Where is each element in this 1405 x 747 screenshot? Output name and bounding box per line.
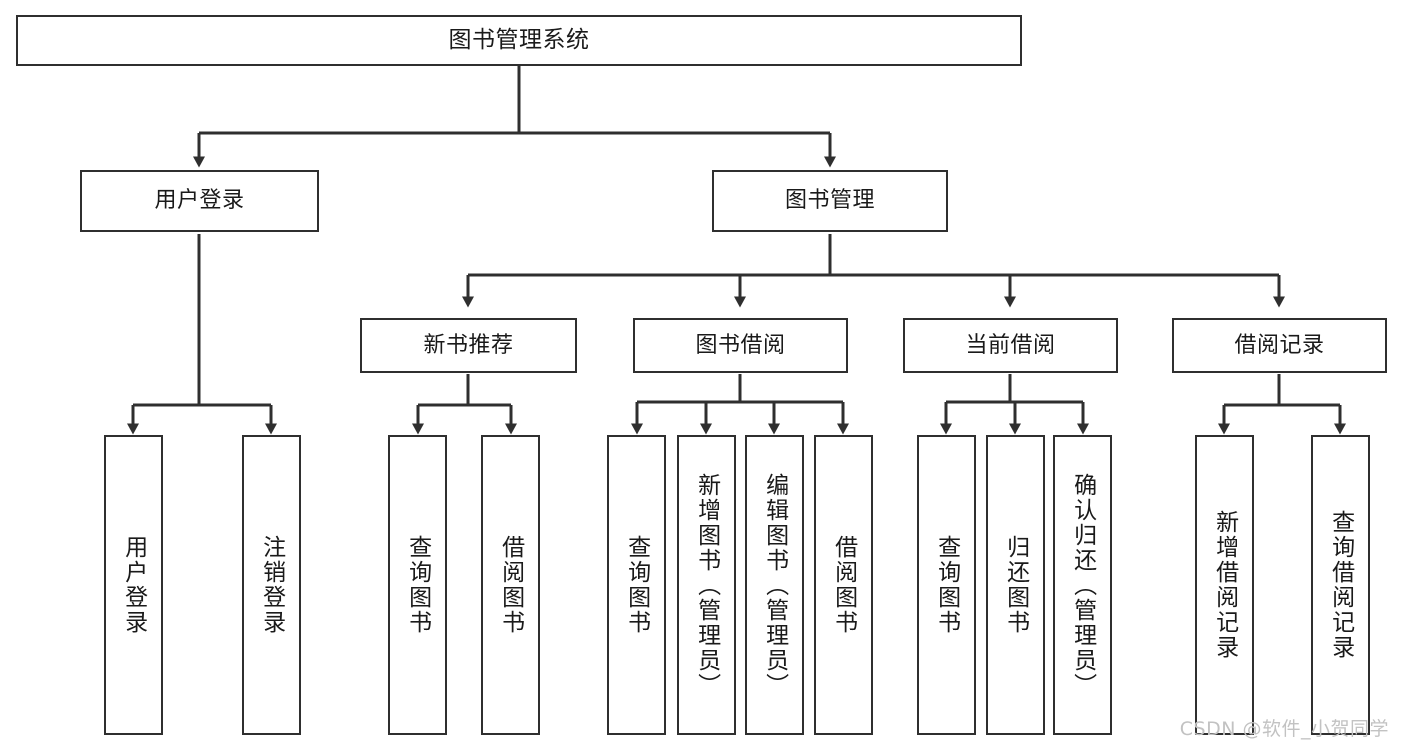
leaf-user-login-label: 用户登录 [120,535,147,635]
leaf-borrow-book[interactable]: 借阅图书 [814,435,873,735]
node-new-book-recommend[interactable]: 新书推荐 [360,318,577,373]
leaf-query-borrow-record[interactable]: 查询借阅记录 [1311,435,1370,735]
leaf-logout[interactable]: 注销登录 [242,435,301,735]
leaf-query-borrow-record-label: 查询借阅记录 [1327,510,1354,660]
leaf-borrow-book-recommend-label: 借阅图书 [497,535,524,635]
leaf-confirm-return-admin[interactable]: 确认归还（管理员） [1053,435,1112,735]
node-book-management-label: 图书管理 [784,188,875,214]
leaf-confirm-return-admin-label: 确认归还（管理员） [1069,472,1096,698]
leaf-add-borrow-record-label: 新增借阅记录 [1211,510,1238,660]
node-root[interactable]: 图书管理系统 [16,15,1022,66]
leaf-add-borrow-record[interactable]: 新增借阅记录 [1195,435,1254,735]
node-current-borrow[interactable]: 当前借阅 [903,318,1118,373]
node-book-management[interactable]: 图书管理 [712,170,948,232]
leaf-logout-label: 注销登录 [258,535,285,635]
leaf-borrow-book-label: 借阅图书 [830,535,857,635]
node-book-borrow-label: 图书借阅 [695,332,786,358]
leaf-return-book-label: 归还图书 [1002,535,1029,635]
node-root-label: 图书管理系统 [448,26,590,53]
node-user-login[interactable]: 用户登录 [80,170,319,232]
leaf-edit-book-admin[interactable]: 编辑图书（管理员） [745,435,804,735]
node-new-book-recommend-label: 新书推荐 [423,332,514,358]
leaf-query-book-current-label: 查询图书 [933,535,960,635]
leaf-add-book-admin-label: 新增图书（管理员） [693,472,720,698]
leaf-edit-book-admin-label: 编辑图书（管理员） [761,472,788,698]
leaf-return-book[interactable]: 归还图书 [986,435,1045,735]
leaf-query-book-borrow-label: 查询图书 [623,535,650,635]
leaf-query-book-borrow[interactable]: 查询图书 [607,435,666,735]
node-book-borrow[interactable]: 图书借阅 [633,318,848,373]
node-borrow-record[interactable]: 借阅记录 [1172,318,1387,373]
leaf-query-book-current[interactable]: 查询图书 [917,435,976,735]
node-user-login-label: 用户登录 [154,188,245,214]
node-current-borrow-label: 当前借阅 [965,332,1056,358]
leaf-query-book-recommend-label: 查询图书 [404,535,431,635]
leaf-borrow-book-recommend[interactable]: 借阅图书 [481,435,540,735]
leaf-add-book-admin[interactable]: 新增图书（管理员） [677,435,736,735]
leaf-user-login[interactable]: 用户登录 [104,435,163,735]
csdn-watermark: CSDN @软件_小贺同学 [1179,718,1389,740]
node-borrow-record-label: 借阅记录 [1234,332,1325,358]
leaf-query-book-recommend[interactable]: 查询图书 [388,435,447,735]
